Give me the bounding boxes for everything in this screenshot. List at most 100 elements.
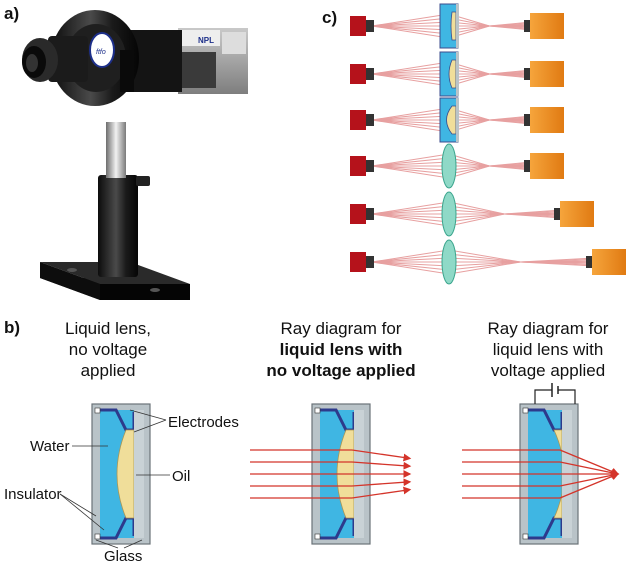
glass-window — [134, 410, 144, 538]
ray — [448, 257, 521, 263]
ray — [371, 261, 450, 267]
ray — [371, 209, 450, 215]
ray — [371, 119, 450, 125]
panel-label-c: c) — [322, 8, 338, 27]
callout-glass: Glass — [104, 548, 143, 565]
ray — [448, 213, 505, 223]
detector — [530, 107, 564, 133]
ray — [371, 73, 450, 79]
light-source — [350, 110, 366, 130]
detector — [560, 201, 594, 227]
ray — [371, 165, 450, 171]
detector — [530, 13, 564, 39]
post — [106, 122, 126, 178]
ray — [371, 21, 450, 27]
outgoing-ray — [351, 486, 412, 499]
ray — [489, 161, 531, 167]
detector — [530, 61, 564, 87]
converging-ray — [559, 472, 620, 499]
ray — [448, 209, 505, 215]
light-source — [350, 156, 366, 176]
lens-shape — [441, 143, 457, 189]
ray — [371, 257, 450, 263]
converging-ray — [559, 449, 620, 476]
oil-meniscus — [448, 59, 457, 89]
ray — [371, 249, 450, 263]
converging-ray — [559, 461, 620, 477]
outgoing-ray — [351, 461, 412, 470]
lens-camera-photo: NPL ftfo — [22, 10, 248, 300]
callout-water: Water — [30, 438, 70, 455]
post-holder — [98, 175, 138, 277]
ray — [371, 261, 450, 275]
converging-ray — [559, 471, 620, 487]
light-source — [350, 64, 366, 84]
detector-lens — [524, 114, 530, 126]
title-ray-no-voltage: Ray diagram for liquid lens with no volt… — [266, 319, 416, 380]
oil-meniscus — [450, 11, 457, 41]
ray — [489, 69, 531, 75]
ray — [448, 201, 505, 215]
camera-body: NPL — [176, 28, 248, 94]
ray — [371, 25, 450, 39]
svg-text:ftfo: ftfo — [96, 49, 106, 56]
seal — [94, 533, 101, 540]
ray — [448, 261, 521, 271]
ray — [371, 61, 450, 75]
seal — [522, 533, 529, 540]
liquid-lens-no-voltage — [91, 403, 151, 545]
ray — [371, 153, 450, 167]
ray — [371, 261, 450, 271]
leader-insulator — [59, 493, 97, 517]
ray — [371, 73, 450, 83]
seal — [314, 407, 321, 414]
light-source-nozzle — [366, 256, 374, 268]
ray — [371, 25, 450, 31]
seal — [314, 533, 321, 540]
light-source-nozzle — [366, 68, 374, 80]
detector-lens — [524, 68, 530, 80]
lens-shape — [441, 191, 457, 237]
ray — [371, 17, 450, 27]
glass-window — [456, 98, 459, 142]
ray — [448, 261, 521, 275]
ray — [371, 65, 450, 75]
oil-region — [116, 429, 135, 519]
title-ray-voltage: Ray diagram for liquid lens with voltage… — [487, 319, 609, 380]
ray — [371, 107, 450, 121]
config-row — [350, 51, 564, 97]
glass-window — [456, 4, 459, 48]
detector-lens — [524, 160, 530, 172]
ray — [371, 201, 450, 215]
ray — [371, 205, 450, 215]
leader-glass — [95, 539, 119, 549]
leader-electrodes — [129, 409, 167, 421]
light-source-nozzle — [366, 160, 374, 172]
callout-oil: Oil — [172, 468, 191, 485]
light-source — [350, 204, 366, 224]
panel-b-diagrams — [59, 383, 620, 549]
ray — [448, 213, 505, 227]
detector-lens — [586, 256, 592, 268]
panel-c-rays — [350, 3, 626, 285]
ray — [371, 165, 450, 175]
outgoing-ray — [351, 449, 412, 462]
lens-shape — [441, 239, 457, 285]
ray — [448, 205, 505, 215]
voltage-wire — [558, 389, 576, 404]
lens-housing: ftfo — [22, 10, 182, 106]
light-source-nozzle — [366, 20, 374, 32]
oil-meniscus — [446, 105, 457, 135]
ray — [448, 249, 521, 263]
light-source — [350, 252, 366, 272]
light-source-nozzle — [366, 114, 374, 126]
ray — [371, 119, 450, 129]
ray — [371, 213, 450, 223]
light-source-nozzle — [366, 208, 374, 220]
ray — [371, 69, 450, 75]
leader-insulator — [59, 493, 105, 531]
outgoing-ray — [351, 478, 412, 487]
detector-lens — [524, 20, 530, 32]
panel-label-a: a) — [4, 4, 20, 23]
ray — [448, 213, 505, 219]
